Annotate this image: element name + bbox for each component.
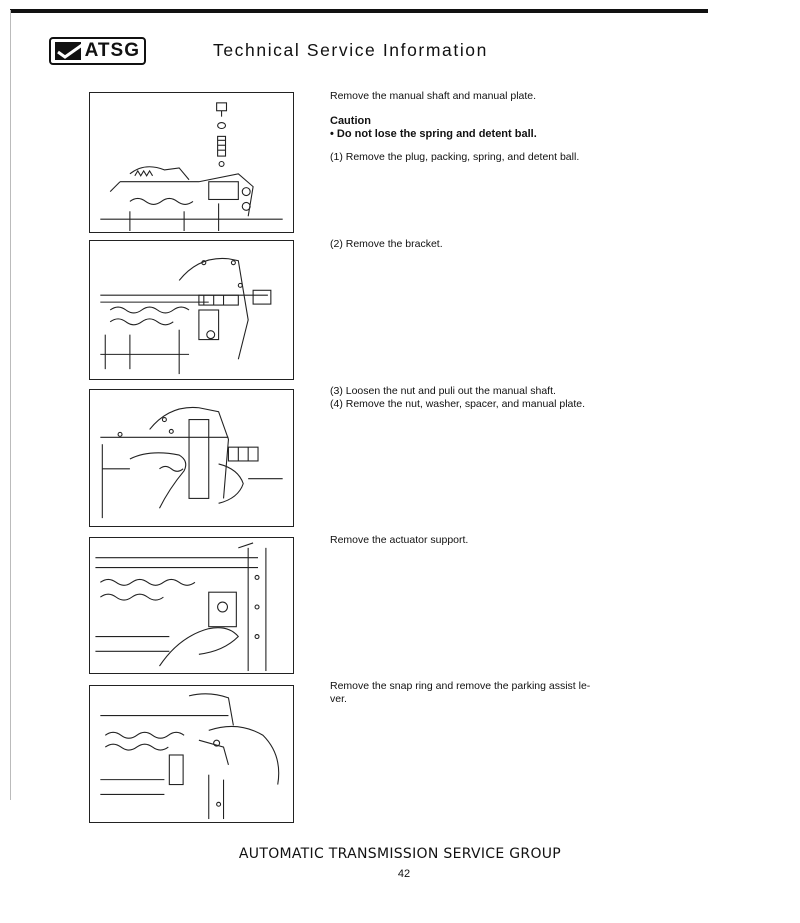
bracket-illustration-icon [100, 257, 272, 375]
step-4-line: Remove the actuator support. [330, 534, 469, 546]
logo-check-icon [55, 42, 83, 60]
step-1-line: Remove the manual shaft and manual plate… [330, 90, 537, 102]
footer-organization: AUTOMATIC TRANSMISSION SERVICE GROUP [238, 846, 562, 862]
step-5-line-1: Remove the snap ring and remove the park… [330, 680, 591, 692]
step-1-text: Remove the manual shaft and manual plate… [330, 90, 630, 164]
top-rule [10, 9, 708, 13]
left-margin-rule [10, 10, 11, 800]
step-3-text: (3) Loosen the nut and puli out the manu… [330, 385, 630, 411]
figure-bracket [89, 240, 294, 380]
logo-text: ATSG [84, 40, 140, 61]
figure-manual-shaft [89, 389, 294, 527]
figure-plug-spring-detent-ball [89, 92, 294, 233]
atsg-logo: ATSG [49, 37, 146, 65]
step-3-line-2: (4) Remove the nut, washer, spacer, and … [330, 398, 586, 410]
figure-parking-assist-lever [89, 685, 294, 823]
step-3-line-1: (3) Loosen the nut and puli out the manu… [330, 385, 556, 397]
step-5-line-2: ver. [330, 693, 347, 705]
step-4-text: Remove the actuator support. [330, 534, 630, 547]
step-2-text: (2) Remove the bracket. [330, 238, 630, 251]
caution-title: Caution [330, 115, 371, 127]
page-title: Technical Service Information [213, 40, 488, 60]
parking-assist-lever-illustration-icon [100, 693, 280, 820]
manual-shaft-illustration-icon [100, 406, 283, 519]
figure-actuator-support [89, 537, 294, 674]
actuator-support-illustration-icon [95, 542, 267, 672]
step-5-text: Remove the snap ring and remove the park… [330, 680, 630, 706]
page-number: 42 [397, 868, 411, 880]
plug-spring-detent-ball-illustration-icon [100, 102, 283, 232]
step-1-extra: (1) Remove the plug, packing, spring, an… [330, 151, 580, 163]
caution-item: • Do not lose the spring and detent ball… [330, 128, 537, 140]
step-2-line: (2) Remove the bracket. [330, 238, 443, 250]
